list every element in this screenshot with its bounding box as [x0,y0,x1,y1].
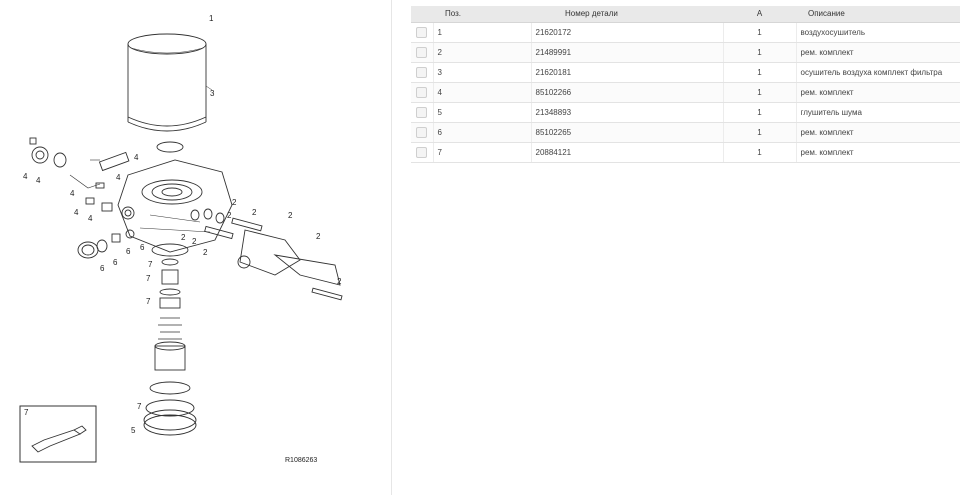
center-valve-stack [143,243,197,436]
callout-4d: 4 [116,173,121,182]
cell-pos: 7 [433,142,532,163]
cell-description: осушитель воздуха комплект фильтра [796,62,960,83]
cell-pos: 4 [433,82,532,103]
callout-6a: 6 [100,264,105,273]
cell-qty: 1 [723,82,797,103]
cell-pos: 2 [433,42,532,63]
table-row[interactable]: 7 20884121 1 рем. комплект [411,142,960,163]
row-checkbox[interactable] [416,46,428,58]
cell-part-number: 85102265 [531,122,724,143]
cell-description: рем. комплект [796,142,960,163]
callout-2c: 2 [288,211,293,220]
header-qty[interactable]: A [723,6,796,23]
callout-4f: 4 [74,208,79,217]
parts-table: Поз. Номер детали A Описание 1 21620172 … [411,6,960,163]
callout-2g: 2 [203,248,208,257]
cell-description: рем. комплект [796,42,960,63]
callout-7c: 7 [146,297,151,306]
callout-2a: 2 [232,198,237,207]
callout-7d: 7 [137,402,142,411]
cell-pos: 1 [433,22,532,43]
cell-pos: 5 [433,102,532,123]
cell-part-number: 21620181 [531,62,724,83]
cell-description: рем. комплект [796,82,960,103]
plug-parts [77,229,135,259]
callout-1: 1 [209,14,214,23]
callout-4a: 4 [23,172,28,181]
row-checkbox[interactable] [416,146,428,158]
table-row[interactable]: 1 21620172 1 воздухосушитель [411,22,960,43]
callout-2d: 2 [227,211,232,220]
cell-qty: 1 [723,62,797,83]
row-checkbox[interactable] [416,126,428,138]
callout-6c: 6 [126,247,131,256]
cell-qty: 1 [723,142,797,163]
callout-6b: 6 [113,258,118,267]
governor-valve-parts [190,208,343,301]
table-row[interactable]: 2 21489991 1 рем. комплект [411,42,960,63]
cell-part-number: 85102266 [531,82,724,103]
cell-qty: 1 [723,122,797,143]
cell-qty: 1 [723,102,797,123]
callout-7b: 7 [146,274,151,283]
row-checkbox[interactable] [416,26,428,38]
cell-pos: 6 [433,122,532,143]
table-row[interactable]: 6 85102265 1 рем. комплект [411,122,960,143]
table-row[interactable]: 4 85102266 1 рем. комплект [411,82,960,103]
cell-qty: 1 [723,22,797,43]
callout-4e: 4 [70,189,75,198]
cell-part-number: 21620172 [531,22,724,43]
callout-2i: 2 [337,277,342,286]
inset-label: 7 [24,408,29,417]
table-header-row: Поз. Номер детали A Описание [411,6,960,23]
callout-3: 3 [210,89,215,98]
parts-list-panel: Поз. Номер детали A Описание 1 21620172 … [411,6,960,163]
header-part-number[interactable]: Номер детали [531,6,723,23]
callout-5: 5 [131,426,136,435]
header-check [411,6,433,23]
cell-description: глушитель шума [796,102,960,123]
cell-pos: 3 [433,62,532,83]
table-row[interactable]: 3 21620181 1 осушитель воздуха комплект … [411,62,960,83]
cell-description: воздухосушитель [796,22,960,43]
cell-part-number: 21489991 [531,42,724,63]
table-row[interactable]: 5 21348893 1 глушитель шума [411,102,960,123]
callout-2b: 2 [252,208,257,217]
cell-part-number: 20884121 [531,142,724,163]
callout-4c: 4 [134,153,139,162]
exploded-parts-diagram: 1 3 [19,14,343,464]
left-valve-parts [29,137,130,212]
cell-qty: 1 [723,42,797,63]
callout-2h: 2 [316,232,321,241]
cell-part-number: 21348893 [531,102,724,123]
drawing-code: R1086263 [285,457,317,464]
row-checkbox[interactable] [416,66,428,78]
callout-4b: 4 [36,176,41,185]
dryer-housing-part [117,159,233,253]
callout-4g: 4 [88,214,93,223]
callout-2f: 2 [192,237,197,246]
header-description[interactable]: Описание [796,6,960,23]
inset-box [19,405,97,463]
callout-6d: 6 [140,243,145,252]
filter-cartridge-part [127,33,207,132]
row-checkbox[interactable] [416,106,428,118]
row-checkbox[interactable] [416,86,428,98]
header-pos[interactable]: Поз. [433,6,531,23]
callout-7a: 7 [148,260,153,269]
callout-2e: 2 [181,233,186,242]
exploded-diagram-panel: 1 3 [0,0,392,495]
cell-description: рем. комплект [796,122,960,143]
